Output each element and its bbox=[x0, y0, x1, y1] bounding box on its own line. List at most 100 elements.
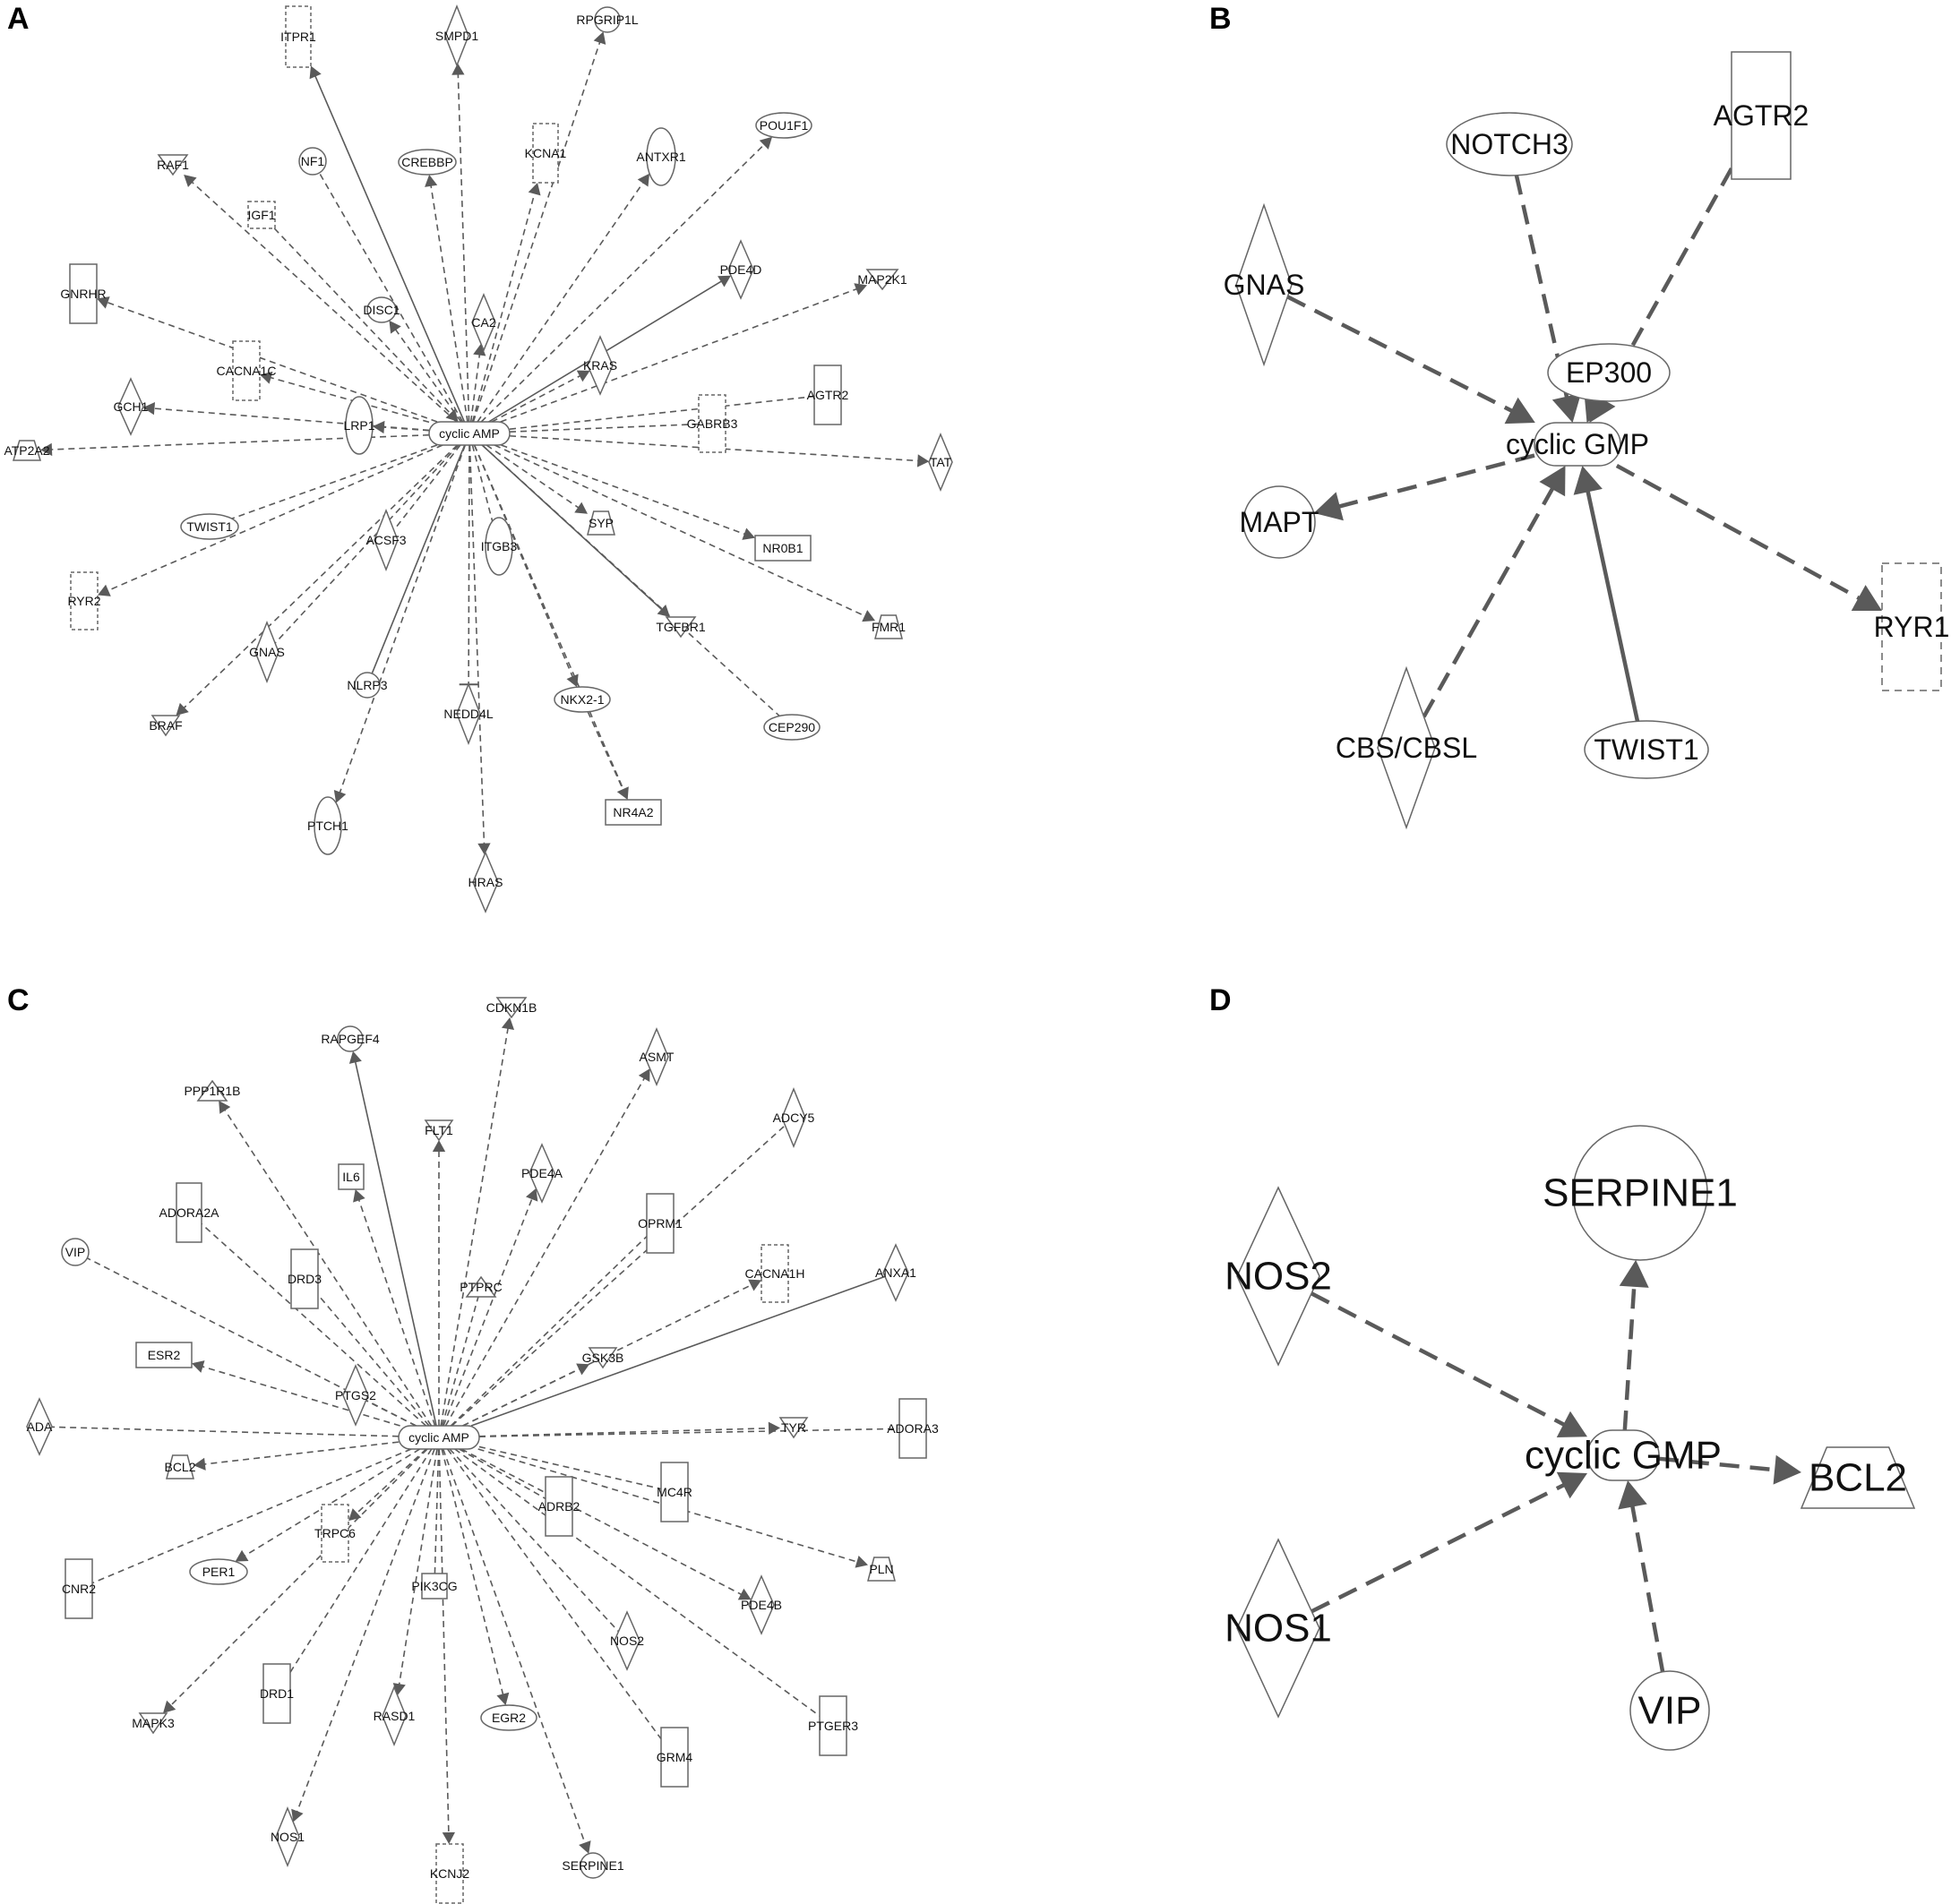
node-ptger3: PTGER3 bbox=[808, 1695, 858, 1756]
arrow-head bbox=[1618, 1480, 1647, 1510]
arrow-head bbox=[1539, 466, 1566, 497]
node-shape bbox=[262, 1663, 291, 1724]
arrow-head bbox=[737, 1588, 752, 1600]
arrow-head bbox=[442, 1831, 456, 1844]
node-shape bbox=[117, 377, 144, 436]
node-label: ADA bbox=[27, 1419, 53, 1434]
node-label: PTGS2 bbox=[335, 1388, 376, 1402]
node-label: PDE4B bbox=[741, 1598, 782, 1612]
edge-line bbox=[478, 1445, 662, 1490]
node-label: DRD3 bbox=[288, 1272, 322, 1286]
edge-line bbox=[449, 1448, 620, 1633]
edge-line bbox=[51, 1426, 400, 1437]
node-itgb3: ITGB3 bbox=[481, 517, 517, 576]
node-label: MAP2K1 bbox=[857, 272, 907, 287]
arrow-head bbox=[425, 174, 438, 187]
node-label: GABRB3 bbox=[687, 416, 738, 431]
node-egr2: EGR2 bbox=[480, 1704, 537, 1731]
node-nr0b1: NR0B1 bbox=[754, 535, 812, 562]
node-label: RAPGEF4 bbox=[321, 1032, 380, 1046]
node-label: FMR1 bbox=[872, 620, 906, 634]
node-label: CREBBP bbox=[401, 155, 453, 169]
node-ca2: CA2 bbox=[471, 293, 496, 352]
node-kras: KRAS bbox=[583, 335, 617, 396]
node-vip: VIP bbox=[1629, 1670, 1710, 1751]
node-ryr1: RYR1 bbox=[1874, 562, 1950, 691]
node-crebbp: CREBBP bbox=[398, 149, 457, 176]
arrow-head bbox=[372, 420, 385, 434]
node-shape bbox=[1242, 485, 1316, 559]
node-label: DISC1 bbox=[363, 303, 400, 317]
node-shape bbox=[382, 1685, 407, 1746]
node-label: GCH1 bbox=[114, 399, 149, 414]
arrow-head bbox=[392, 1683, 406, 1696]
edge-line bbox=[491, 373, 585, 423]
edge-line bbox=[440, 1024, 510, 1427]
node-shape bbox=[290, 1248, 319, 1309]
arrow-head bbox=[260, 371, 273, 384]
arrow-head bbox=[501, 1017, 515, 1031]
node-shape bbox=[345, 396, 374, 455]
node-shape bbox=[755, 112, 812, 139]
node-label: ASMT bbox=[640, 1050, 675, 1064]
node-igf1: IGF1 bbox=[247, 201, 276, 229]
arrow-head bbox=[638, 1068, 650, 1082]
edge-line bbox=[462, 1366, 584, 1427]
node-gch1: GCH1 bbox=[114, 377, 149, 436]
edge-line bbox=[480, 141, 769, 423]
node-oprm1: OPRM1 bbox=[638, 1193, 683, 1254]
edge-line bbox=[446, 1448, 662, 1740]
node-shape bbox=[135, 1342, 193, 1368]
node-shape bbox=[1236, 1538, 1320, 1719]
node-shape bbox=[874, 614, 903, 639]
node-disc1: DISC1 bbox=[363, 296, 400, 323]
node-vip: VIP bbox=[61, 1238, 90, 1266]
node-label: RYR1 bbox=[1874, 611, 1950, 643]
node-nf1: NF1 bbox=[298, 147, 327, 176]
edge-line bbox=[471, 189, 537, 423]
node-label: VIP bbox=[1638, 1689, 1702, 1733]
center-shape bbox=[1534, 422, 1621, 467]
node-label: ACSF3 bbox=[365, 533, 406, 547]
node-braf: BRAF bbox=[149, 715, 183, 737]
node-lrp1: LRP1 bbox=[343, 396, 375, 455]
node-label: RYR2 bbox=[67, 594, 100, 608]
node-bcl2: BCL2 bbox=[1800, 1446, 1916, 1509]
arrow-head bbox=[1573, 466, 1603, 495]
node-label: TAT bbox=[930, 455, 952, 469]
node-label: POU1F1 bbox=[760, 118, 809, 133]
node-shape bbox=[338, 1163, 365, 1190]
node-label: EP300 bbox=[1566, 356, 1652, 389]
arrow-head bbox=[1619, 1259, 1649, 1288]
arrow-head bbox=[353, 1189, 365, 1203]
edge-line bbox=[392, 325, 462, 423]
node-shape bbox=[554, 686, 611, 713]
node-pln: PLN bbox=[867, 1557, 896, 1582]
node-label: PTGER3 bbox=[808, 1719, 858, 1733]
edge-line bbox=[1422, 478, 1560, 718]
node-label: TWIST1 bbox=[1594, 733, 1698, 766]
node-label: HRAS bbox=[468, 875, 503, 889]
node-label: NLRP3 bbox=[347, 678, 387, 692]
node-adora3: ADORA3 bbox=[887, 1398, 939, 1459]
node-label: SERPINE1 bbox=[562, 1858, 623, 1873]
node-pou1f1: POU1F1 bbox=[755, 112, 812, 139]
panel-letter: A bbox=[7, 2, 30, 36]
node-pde4b: PDE4B bbox=[741, 1574, 782, 1635]
node-label: CEP290 bbox=[769, 720, 815, 734]
node-shape bbox=[26, 1397, 53, 1456]
node-shape bbox=[337, 1025, 364, 1052]
arrow-head bbox=[184, 175, 197, 188]
node-label: NKX2-1 bbox=[560, 692, 604, 707]
node-label: OPRM1 bbox=[638, 1216, 683, 1231]
node-shape bbox=[1547, 343, 1671, 402]
arrow-head bbox=[1504, 397, 1535, 425]
arrow-head bbox=[98, 584, 111, 596]
edge-line bbox=[472, 38, 602, 423]
edge-line bbox=[459, 1448, 546, 1500]
node-ptprc: PTPRC bbox=[460, 1275, 503, 1298]
node-hras: HRAS bbox=[468, 851, 503, 913]
node-shape bbox=[196, 1079, 228, 1102]
